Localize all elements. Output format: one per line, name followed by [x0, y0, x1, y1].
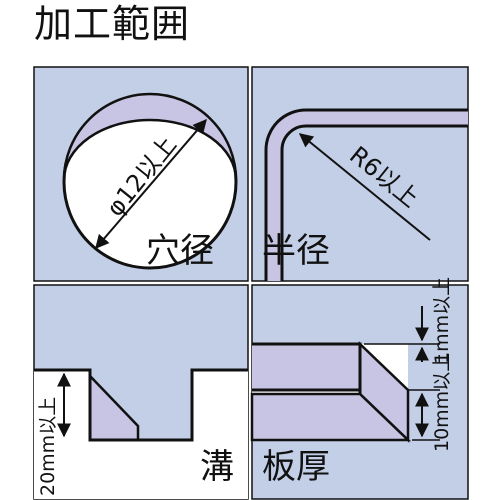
radius-outer-edge: [264, 108, 468, 281]
thickness-title: 板厚: [262, 447, 330, 487]
thickness-outline: [252, 342, 362, 394]
thickness-front-face: [250, 392, 412, 442]
radius-inner-edge: [280, 124, 468, 281]
radius-panel: R6以上 半径: [251, 66, 469, 282]
hole-diameter-panel: φ12以上 穴径: [33, 66, 249, 282]
thickness-panel: 1mm以上 10mm以上 板厚: [250, 277, 469, 500]
radius-title: 半径: [262, 231, 330, 271]
groove-dimension-label: 20mm以上: [37, 397, 59, 496]
hole-diameter-title: 穴径: [146, 231, 214, 271]
groove-profile: [34, 370, 248, 499]
groove-panel: 20mm以上 溝: [33, 284, 249, 500]
thickness-top-dimension-label: 1mm以上: [431, 277, 453, 364]
radius-corner-material: [266, 110, 468, 281]
thickness-bottom-dimension-label: 10mm以上: [431, 353, 453, 452]
radius-dimension-line: [298, 133, 431, 241]
hole-diameter-line: [95, 118, 207, 250]
page-title: 加工範囲: [34, 2, 191, 46]
radius-panel-background: [251, 66, 469, 282]
groove-title: 溝: [200, 447, 234, 487]
